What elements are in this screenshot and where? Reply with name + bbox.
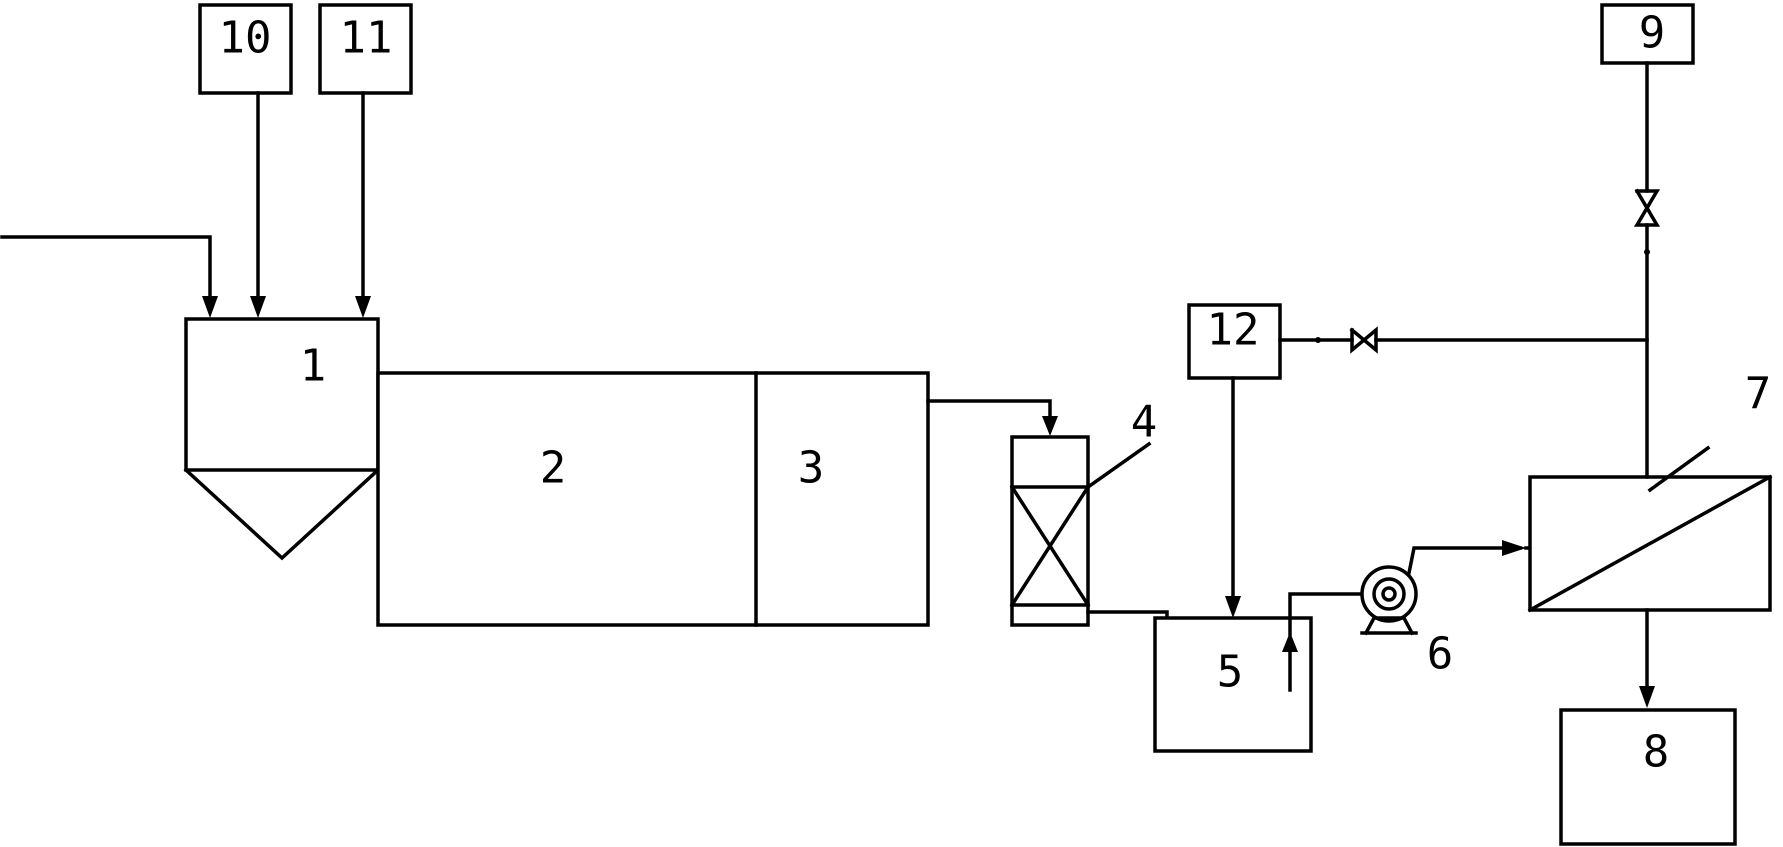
line-to-12	[1278, 337, 1649, 343]
tank-3-label: 3	[798, 443, 825, 494]
tank-9-label: 9	[1639, 8, 1666, 59]
membrane-7-label: 7	[1745, 369, 1772, 420]
tank-12: 12	[1187, 303, 1282, 380]
discharge-line	[1406, 540, 1532, 576]
tank-10-label: 10	[219, 13, 272, 64]
tank-11: 11	[318, 3, 413, 95]
column-4-label: 4	[1131, 397, 1158, 448]
tank-2-label: 2	[540, 443, 567, 494]
pump-6: 6	[1360, 565, 1454, 680]
tank-5: 5	[1153, 616, 1313, 753]
column-4: 4	[1009, 397, 1158, 627]
tank-10: 10	[198, 3, 293, 95]
tank-8: 8	[1559, 708, 1737, 846]
line-12-to-5	[1225, 376, 1241, 618]
tank-2-3: 2 3	[376, 371, 930, 627]
valve-12-icon[interactable]	[1349, 326, 1378, 354]
tank-5-label: 5	[1217, 647, 1244, 698]
line-7-to-8	[1639, 608, 1655, 708]
valve-9-icon[interactable]	[1633, 188, 1661, 255]
tank-11-label: 11	[340, 13, 393, 64]
pump-6-label: 6	[1427, 629, 1454, 680]
feed-lines	[0, 91, 371, 318]
tank-12-label: 12	[1207, 305, 1260, 356]
tank-9: 9	[1600, 3, 1695, 65]
line-3-to-4	[926, 399, 1058, 436]
suction-line	[1282, 592, 1362, 692]
tank-1-label: 1	[300, 341, 327, 392]
tank-8-label: 8	[1643, 727, 1670, 778]
membrane-7: 7	[1527, 369, 1773, 613]
tank-1: 1	[183, 317, 381, 561]
